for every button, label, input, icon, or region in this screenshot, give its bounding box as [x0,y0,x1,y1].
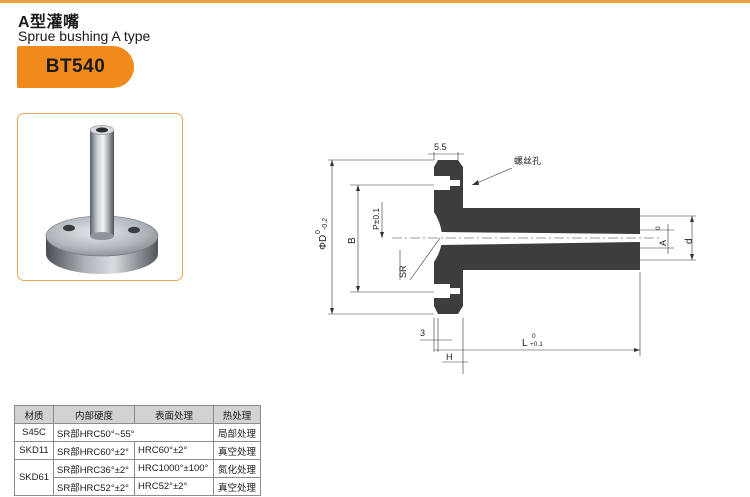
screw-hole-bottom [434,284,460,298]
cell-surface-treatment: HRC60°±2° [134,441,214,460]
table-row: SKD61 SR部HRC36°±2° HRC1000°±100° 氮化处理 [14,459,261,496]
col-header-heat-treatment: 热处理 [213,405,261,424]
dim-A-tol: 0 [655,226,662,230]
top-accent-bar [0,0,750,3]
col-header-surface-treatment: 表面处理 [134,405,214,424]
flange-hole-right [128,226,140,234]
col-header-inner-hardness: 内部硬度 [53,405,135,424]
flange-hole-left [63,224,75,232]
cell-surface-treatment: HRC1000°±100° [134,459,214,478]
table-row: S45C SR部HRC50°~55° 局部处理 [14,423,261,442]
dim-D-tol-upper: 0 [315,230,322,234]
cell-material: SKD11 [14,441,54,460]
cell-surface-treatment: HRC52°±2° [134,477,214,496]
sr-seat [434,212,442,262]
cell-heat-treatment: 局部处理 [213,423,261,442]
tapered-bore [440,232,640,245]
cell-heat-treatment: 真空处理 [213,477,261,496]
dim-B-label: B [347,237,358,244]
cell-inner-hardness: SR部HRC52°±2° [53,477,135,496]
cell-material: S45C [14,423,54,442]
sr-leader [409,237,441,281]
table-row: SKD11 SR部HRC60°±2° HRC60°±2° 真空处理 [14,441,261,460]
dim-L-label: L [522,338,528,349]
dim-d-label: d [684,238,695,244]
cell-heat-treatment: 真空处理 [213,441,261,460]
table-header-row: 材质 内部硬度 表面处理 热处理 [14,405,261,424]
cell-inner-hardness: SR部HRC60°±2° [53,441,135,460]
dim-5-5-label: 5.5 [434,142,447,152]
shaft-body [90,130,114,236]
technical-drawing: 5.5 螺丝孔 ΦD 0 -0.2 B P±0.1 SR A 0 [300,130,720,380]
page-title-cn: A型灌嘴 [18,14,80,31]
cell-heat-treatment: 氮化处理 [213,459,261,478]
page-title-en: Sprue bushing A type [18,28,151,44]
screw-hole-top [434,176,460,190]
dim-L-tol-upper: 0 [532,333,536,340]
screw-hole-label: 螺丝孔 [514,155,541,166]
dim-D-tol-lower: -0.2 [322,218,329,230]
screw-hole-leader [471,167,513,186]
cell-inner-hardness: SR部HRC36°±2° [53,459,135,478]
dim-P-label: P±0.1 [371,208,381,230]
model-badge: BT540 [17,46,134,88]
cell-material: SKD61 [14,459,54,496]
sprue-bushing-photo-illustration [45,125,159,274]
shaft-base [90,232,114,240]
dim-D-label: ΦD [318,235,329,250]
spec-table: 材质 内部硬度 表面处理 热处理 S45C SR部HRC50°~55° 局部处理… [14,405,261,496]
cell-inner-hardness: SR部HRC50°~55° [53,423,214,442]
col-header-material: 材质 [14,405,54,424]
dim-3-label: 3 [420,328,425,338]
dim-A-label: A [658,240,668,246]
shaft-bore [96,127,108,133]
dim-L-tol-lower: +0.1 [530,341,543,348]
product-photo [17,113,183,281]
dim-SR-label: SR [398,265,408,278]
drawing-svg: 5.5 螺丝孔 ΦD 0 -0.2 B P±0.1 SR A 0 [315,142,696,374]
dim-H-label: H [446,352,453,362]
table-row: SR部HRC52°±2° HRC52°±2° 真空处理 [15,477,261,496]
